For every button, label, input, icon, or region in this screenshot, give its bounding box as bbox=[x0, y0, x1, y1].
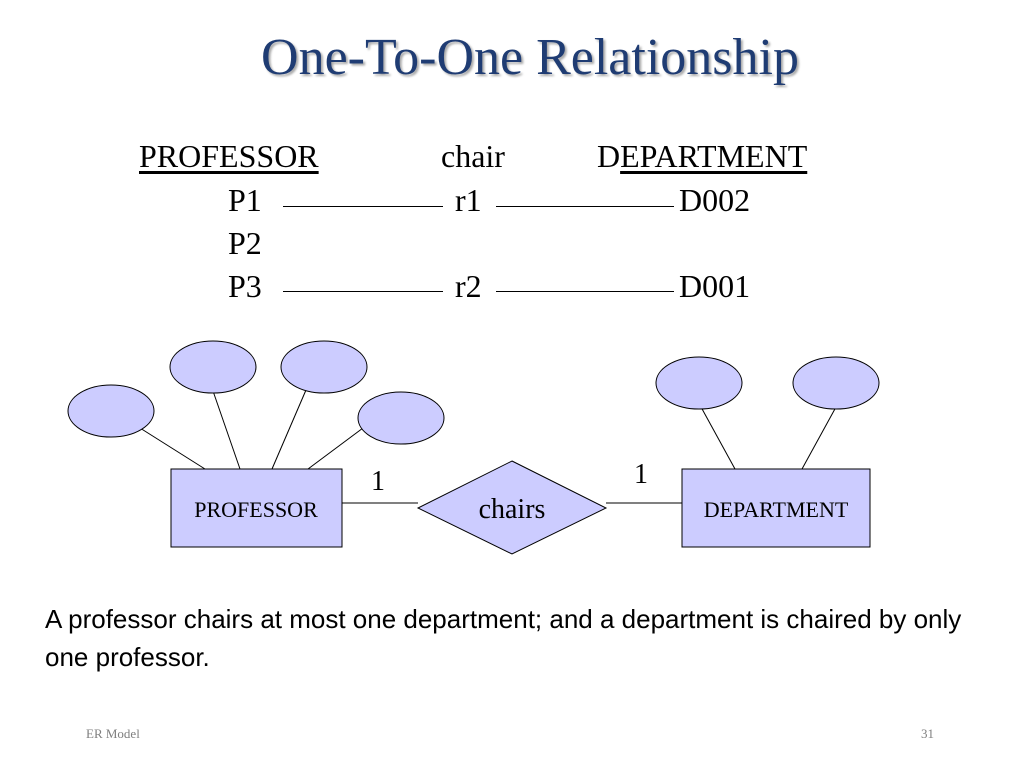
professor-attribute-4-connector bbox=[307, 427, 364, 470]
row-2-professor: P2 bbox=[228, 225, 262, 261]
department-attribute-2-connector bbox=[801, 406, 837, 470]
attribute-connectors bbox=[139, 389, 837, 470]
chairs-relationship bbox=[416, 460, 608, 555]
department-attribute-2 bbox=[792, 356, 880, 410]
slide-title: One-To-One Relationship bbox=[261, 29, 799, 86]
cardinality-right: 1 bbox=[634, 459, 648, 490]
row-1-link-professor-chair bbox=[283, 206, 443, 207]
professor-entity-label: PROFESSOR bbox=[194, 497, 318, 522]
footer-label: ER Model bbox=[86, 726, 140, 741]
chairs-relationship-label: chairs bbox=[479, 494, 546, 525]
professor-attributes bbox=[67, 340, 445, 445]
department-entity bbox=[681, 468, 871, 548]
professor-attribute-3 bbox=[280, 340, 368, 394]
row-1-link-chair-department bbox=[496, 206, 674, 207]
department-entity-label: DEPARTMENT bbox=[704, 497, 849, 522]
professor-attribute-2 bbox=[169, 340, 257, 394]
professor-attribute-3-connector bbox=[271, 389, 307, 470]
header-department: DEPARTMENT bbox=[597, 140, 807, 172]
department-attributes bbox=[655, 356, 880, 410]
professor-attribute-2-connector bbox=[212, 390, 241, 470]
page-number: 31 bbox=[921, 726, 934, 741]
professor-attribute-4 bbox=[357, 391, 445, 445]
row-1-chair: r1 bbox=[455, 182, 482, 218]
department-attribute-1-connector bbox=[700, 406, 736, 470]
row-3-professor: P3 bbox=[228, 268, 262, 304]
department-attribute-1 bbox=[655, 356, 743, 410]
caption: A professor chairs at most one departmen… bbox=[45, 604, 962, 672]
professor-attribute-1 bbox=[67, 384, 155, 438]
header-department-rest: EPARTMENT bbox=[620, 138, 808, 174]
row-3-link-chair-department bbox=[496, 291, 674, 292]
row-3-link-professor-chair bbox=[283, 291, 443, 292]
cardinality-left: 1 bbox=[371, 466, 385, 497]
row-3-chair: r2 bbox=[455, 268, 482, 304]
header-department-first-letter: D bbox=[597, 138, 621, 174]
row-1-professor: P1 bbox=[228, 182, 262, 218]
header-professor: PROFESSOR bbox=[139, 138, 319, 174]
row-3-department: D001 bbox=[679, 268, 751, 304]
header-chair: chair bbox=[441, 138, 505, 174]
professor-attribute-1-connector bbox=[139, 427, 206, 470]
professor-entity bbox=[170, 468, 343, 548]
row-1-department: D002 bbox=[679, 182, 751, 218]
